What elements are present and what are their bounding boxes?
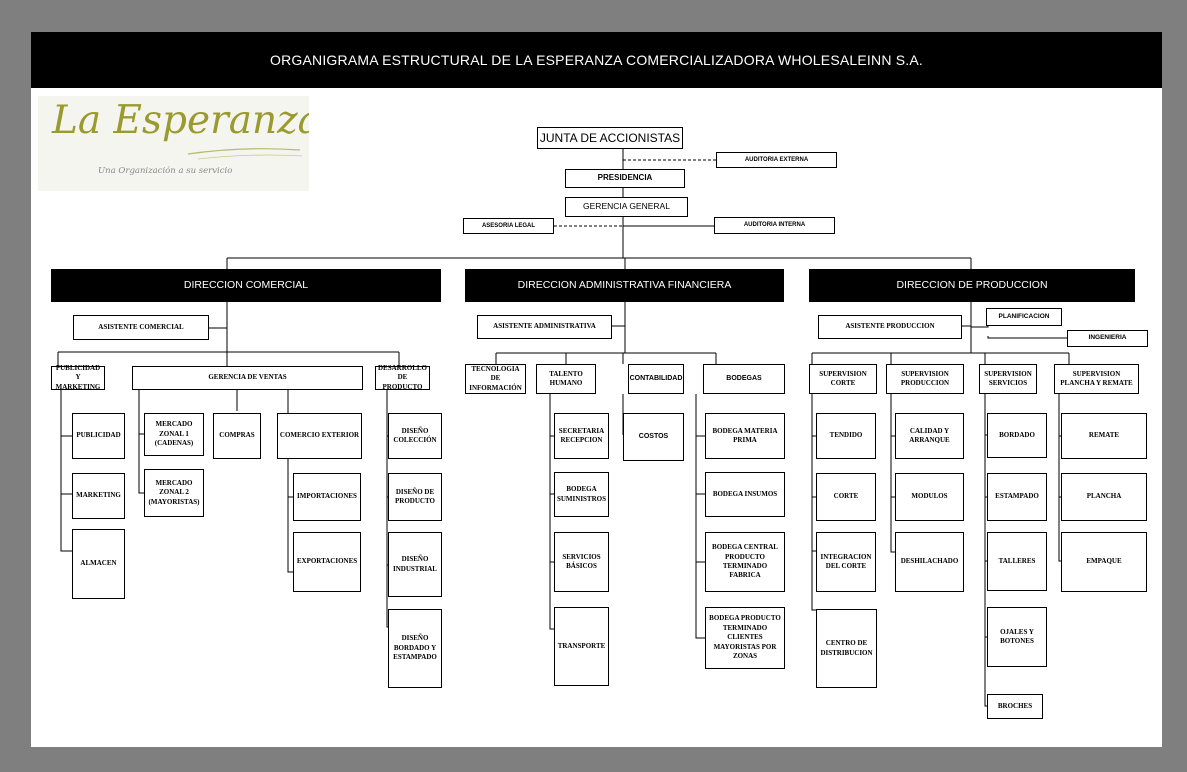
bordado-box: BORDADO [987,413,1047,458]
plancha-box: PLANCHA [1061,473,1147,521]
chart-title: ORGANIGRAMA ESTRUCTURAL DE LA ESPERANZA … [31,32,1162,88]
deshilachado-box: DESHILACHADO [895,532,964,592]
importaciones-box: IMPORTACIONES [293,473,361,521]
auditoria-externa-box: AUDITORIA EXTERNA [716,152,837,168]
remate-box: REMATE [1061,413,1147,459]
talento-humano-box: TALENTO HUMANO [536,364,596,394]
gerencia-general-box: GERENCIA GENERAL [565,197,688,217]
logo-tagline: Una Organización a su servicio [98,166,233,176]
calidad-arranque-box: CALIDAD Y ARRANQUE [895,413,964,459]
bodega-suministros-box: BODEGA SUMINISTROS [554,472,609,517]
supervision-plancha-box: SUPERVISION PLANCHA Y REMATE [1054,364,1139,394]
tendido-box: TENDIDO [816,413,876,459]
org-chart-page: ORGANIGRAMA ESTRUCTURAL DE LA ESPERANZA … [31,32,1162,747]
diseno-bordado-box: DISEÑO BORDADO Y ESTAMPADO [388,609,442,688]
mercado-zonal-2-box: MERCADO ZONAL 2 (MAYORISTAS) [144,469,204,517]
desarrollo-producto-box: DESARROLLO DE PRODUCTO [375,364,430,391]
transporte-box: TRANSPORTE [554,607,609,686]
almacen-box: ALMACEN [72,529,125,599]
company-logo: La Esperanza Una Organización a su servi… [38,96,309,191]
planificacion-box: PLANIFICACION [986,308,1062,326]
gerencia-ventas-box: GERENCIA DE VENTAS [132,366,363,390]
exportaciones-box: EXPORTACIONES [293,532,361,592]
secretaria-box: SECRETARIA RECEPCION [554,413,609,459]
ingenieria-box: INGENIERIA [1067,330,1148,347]
contabilidad-box: CONTABILIDAD [628,364,684,394]
asistente-produccion-box: ASISTENTE PRODUCCION [818,315,962,339]
supervision-produccion-box: SUPERVISION PRODUCCION [886,364,964,394]
supervision-corte-box: SUPERVISION CORTE [809,364,877,394]
supervision-servicios-box: SUPERVISION SERVICIOS [979,364,1037,394]
bodega-materia-prima-box: BODEGA MATERIA PRIMA [705,413,785,459]
bodega-insumos-box: BODEGA INSUMOS [705,472,785,517]
corte-box: CORTE [816,473,876,521]
modulos-box: MODULOS [895,473,964,521]
logo-swash [187,148,303,160]
integracion-corte-box: INTEGRACION DEL CORTE [816,532,876,592]
centro-distribucion-box: CENTRO DE DISTRIBUCION [816,609,877,688]
asistente-administrativa-box: ASISTENTE ADMINISTRATIVA [477,315,612,339]
talleres-box: TALLERES [987,532,1047,591]
connector-lines [57,149,1070,707]
auditoria-interna-box: AUDITORIA INTERNA [714,217,835,234]
bodega-central-box: BODEGA CENTRAL PRODUCTO TERMINADO FABRIC… [705,532,785,592]
junta-box: JUNTA DE ACCIONISTAS [537,127,683,149]
empaque-box: EMPAQUE [1061,532,1147,592]
logo-wordmark: La Esperanza [52,98,309,143]
publicidad-marketing-box: PUBLICIDAD Y MARKETING [51,364,105,391]
estampado-box: ESTAMPADO [987,473,1047,521]
bodega-producto-terminado-box: BODEGA PRODUCTO TERMINADO CLIENTES MAYOR… [705,607,785,669]
diseno-industrial-box: DISEÑO INDUSTRIAL [388,532,442,597]
asistente-comercial-box: ASISTENTE COMERCIAL [73,315,209,340]
asesoria-legal-box: ASESORIA LEGAL [463,218,554,234]
ojales-botones-box: OJALES Y BOTONES [987,607,1047,667]
bodegas-box: BODEGAS [703,364,785,394]
diseno-coleccion-box: DISEÑO COLECCIÓN [388,413,442,459]
mercado-zonal-1-box: MERCADO ZONAL 1 (CADENAS) [144,413,204,456]
marketing-box: MARKETING [72,473,125,519]
publicidad-box: PUBLICIDAD [72,413,125,459]
direccion-comercial-box: DIRECCION COMERCIAL [51,269,441,302]
servicios-basicos-box: SERVICIOS BÁSICOS [554,532,609,592]
tecnologia-box: TECNOLOGIA DE INFORMACIÓN [465,364,526,394]
comercio-exterior-box: COMERCIO EXTERIOR [277,413,362,459]
broches-box: BROCHES [987,694,1043,719]
presidencia-box: PRESIDENCIA [565,169,685,188]
direccion-administrativa-box: DIRECCION ADMINISTRATIVA FINANCIERA [465,269,784,302]
costos-box: COSTOS [623,413,684,461]
direccion-produccion-box: DIRECCION DE PRODUCCION [809,269,1135,302]
compras-box: COMPRAS [213,413,261,459]
diseno-producto-box: DISEÑO DE PRODUCTO [388,473,442,521]
